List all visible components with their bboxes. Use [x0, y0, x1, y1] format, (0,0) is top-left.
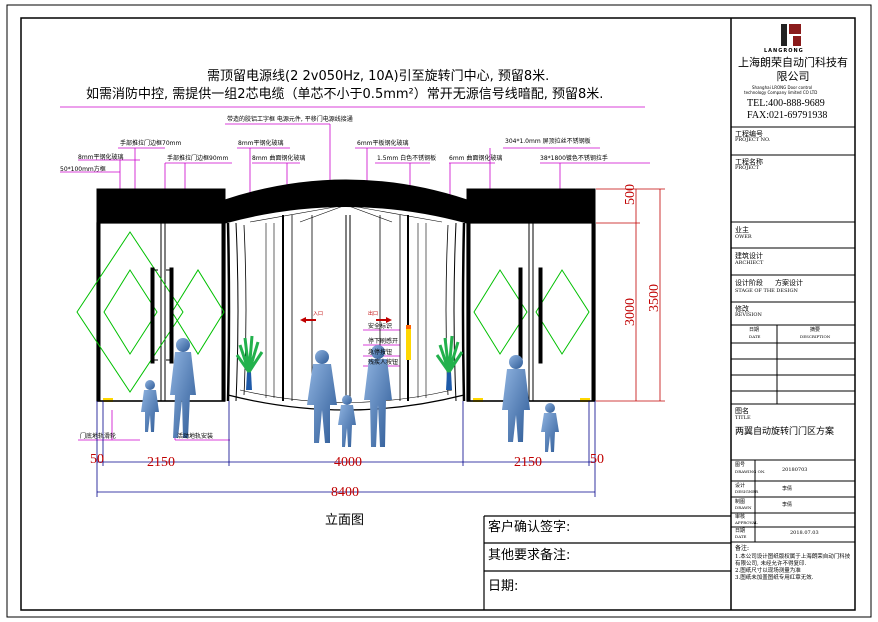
safety-strip [406, 325, 411, 360]
drawn-label-en: DRAWN [735, 505, 752, 510]
annotation: 带造的胶铝工字框 电源元件, 平移门电源线接通 [227, 116, 353, 123]
logo-wordmark: LANGRONG [764, 48, 804, 54]
sheet-outer-border [6, 4, 872, 618]
annotation: 8mm平钢化玻璃 [78, 154, 124, 161]
owner-label: 业主 [735, 226, 749, 234]
annotation: 8mm平钢化玻璃 [238, 140, 284, 147]
date2-label: 日期 [735, 528, 746, 534]
dim-2150-left: 2150 [147, 455, 175, 470]
designer-label: 设计 [735, 483, 746, 489]
rev-desc-label-en: DESCRIPTION [800, 334, 831, 339]
annotation: 1.5mm 白色不锈钢板 [377, 155, 437, 162]
people-silhouettes [141, 338, 559, 452]
rev-desc-label: 摘要 [810, 327, 821, 333]
revolving-door [224, 179, 468, 411]
remarks-label: 其他要求备注: [488, 548, 571, 563]
revision-label: 修改 [735, 305, 749, 313]
dim-50-left: 50 [90, 452, 104, 467]
power-note: 需顶留电源线(2 2v050Hz, 10A)引至旋转门中心, 预留8米. [207, 69, 550, 84]
signature-area [483, 515, 731, 610]
annotation: 门底地轨滑轮 [80, 433, 117, 440]
notes-list: 1.本公司设计图纸版权属于上海朗荣自动门科技有限公司, 未经允许不得复印. 2.… [735, 554, 851, 583]
note-item: 1.本公司设计图纸版权属于上海朗荣自动门科技有限公司, 未经允许不得复印. [735, 554, 851, 568]
entry-arrow-label: 入口 [313, 311, 324, 317]
architect-label: 建筑设计 [735, 252, 763, 260]
designer-value: 李倩 [782, 486, 793, 492]
elevation-caption: 立面图 [325, 513, 365, 528]
project-no-label-en: PROJECT NO. [735, 137, 771, 143]
dim-4000: 4000 [334, 455, 362, 470]
annotation: 304*1.0mm 屏顶拉丝不锈钢板 [505, 138, 591, 145]
company-logo [779, 24, 805, 48]
right-wing [466, 188, 596, 402]
fire-control-note: 如需消防中控, 需提供一组2芯电缆（单芯不小于0.5mm²）常开无源信号线暗配,… [86, 87, 604, 102]
dim-2150-right: 2150 [514, 455, 542, 470]
title-label: 图名 [735, 407, 749, 415]
title-block-grid [731, 126, 855, 543]
owner-label-en: OWER [735, 234, 752, 240]
client-signature-label: 客户确认签字: [488, 520, 571, 535]
dim-500: 500 [623, 184, 638, 205]
notes-title: 备注: [735, 545, 750, 552]
project-name-label-en: PROJECT [735, 165, 760, 171]
left-wing [76, 188, 226, 402]
annotation: 6mm平板钢化玻璃 [357, 140, 409, 147]
approval-label-en: APPROVAL [735, 520, 758, 525]
annotation: 50*100mm方框 [60, 166, 106, 173]
drawn-value: 李倩 [782, 502, 793, 508]
annotation: 手部推拉门边框90mm [167, 155, 229, 162]
drawing-no-label: 图号 [735, 462, 746, 468]
company-name-en-1: Shanghai LRONG Door control [752, 85, 813, 90]
plant-right [435, 335, 464, 390]
dim-3000: 3000 [623, 298, 638, 326]
project-no-label: 工程编号 [735, 130, 763, 138]
stage-value: 方案设计 [775, 279, 803, 287]
annotation: 残疾人按钮 [368, 359, 399, 366]
title-label-en: TITLE [735, 415, 751, 421]
exit-arrow-label: 出口 [368, 311, 379, 317]
direction-arrows [300, 317, 392, 323]
rev-date-label-en: DATE [749, 334, 761, 339]
drawing-title: 两翼自动旋转门门区方案 [735, 427, 835, 437]
date2-label-en: DATE [735, 534, 747, 539]
date2-value: 2018.07.03 [790, 530, 819, 536]
drawing-no-label-en: DRAWING ON. [735, 469, 766, 474]
horizontal-dimensions [96, 401, 596, 497]
annotation: 活动地轨安装 [177, 433, 214, 440]
plant-left [235, 335, 264, 390]
stage-label-en: STAGE OF THE DESIGN [735, 288, 798, 294]
revision-label-en: REVISION [735, 312, 762, 318]
date-label: 日期: [488, 579, 519, 594]
note-item: 3.图纸未加盖图纸专用红章无效. [735, 575, 814, 582]
vertical-dimensions [596, 188, 665, 402]
drawn-label: 制图 [735, 499, 746, 505]
drawing-no-value: 20180703 [782, 467, 808, 473]
annotation: 38*1800镀色不锈钢拉手 [540, 155, 608, 162]
annotation: 停下刷感开 [368, 338, 399, 345]
project-name-label: 工程名称 [735, 158, 763, 166]
dim-8400: 8400 [331, 485, 359, 500]
dim-50-right: 50 [590, 452, 604, 467]
annotation: 8mm 曲面钢化玻璃 [252, 155, 306, 162]
note-item: 2.图纸尺寸以现场测量为准 [735, 568, 801, 575]
stage-label: 设计阶段 [735, 279, 763, 287]
designer-label-en: DESIGNER [735, 489, 759, 494]
architect-label-en: ARCHIECT [735, 260, 764, 266]
annotation: 6mm 曲面钢化玻璃 [449, 155, 503, 162]
annotation: 急停按钮 [368, 349, 393, 356]
company-name-en-2: technology Company limited CO LTD [744, 90, 818, 95]
company-fax: FAX:021-69791938 [747, 110, 828, 121]
company-tel: TEL:400-888-9689 [747, 98, 825, 109]
annotation: 安全标识 [368, 323, 393, 330]
sheet-inner-border [20, 17, 856, 611]
rev-date-label: 日期 [749, 327, 760, 333]
dim-3500: 3500 [647, 284, 662, 312]
company-name-cn: 上海朗荣自动门科技有限公司 [738, 56, 848, 83]
approval-label: 审核 [735, 514, 746, 520]
annotation: 手部推拉门边框70mm [120, 140, 182, 147]
